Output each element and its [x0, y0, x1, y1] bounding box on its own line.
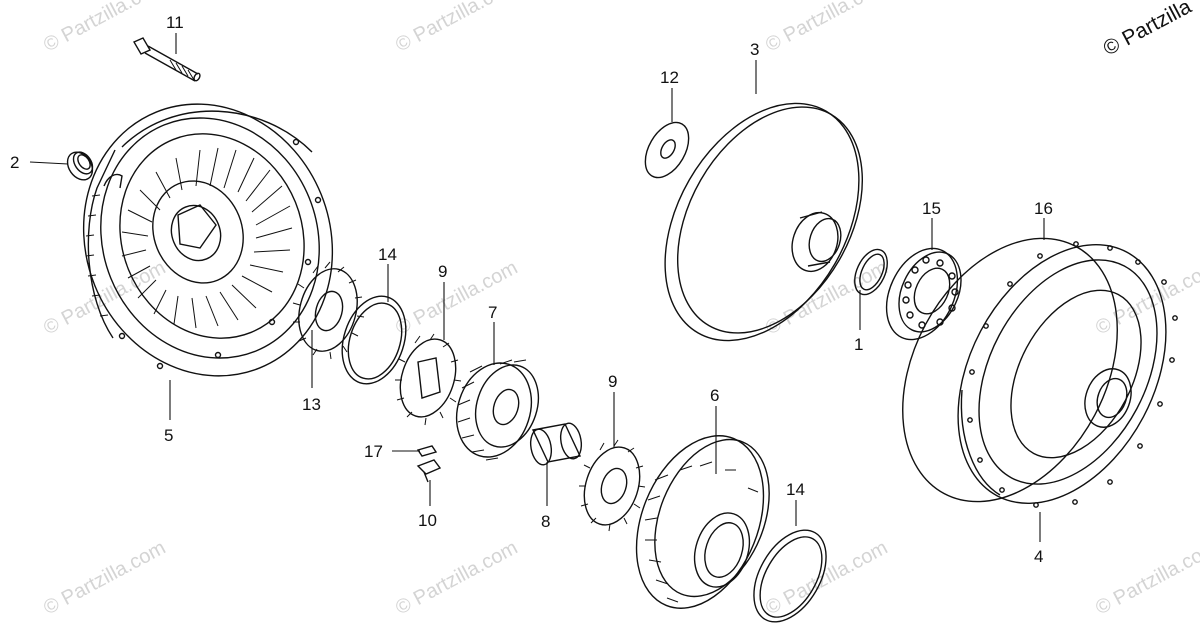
callout-14-upper: 14 [378, 245, 397, 264]
watermark-text: © Partzilla.com [40, 257, 169, 340]
part-14-snap-ring-lower[interactable] [739, 518, 841, 635]
callout-7: 7 [488, 303, 497, 322]
part-12-washer[interactable] [636, 115, 697, 185]
callout-15: 15 [922, 199, 941, 218]
callout-9-upper: 9 [438, 262, 447, 281]
watermark-text: © Partzilla.com [392, 0, 521, 56]
callout-1: 1 [854, 335, 863, 354]
callout-2: 2 [10, 153, 19, 172]
part-3-converter-cover[interactable] [625, 69, 900, 375]
callout-numbers: 11 2 5 13 14 9 7 17 10 8 9 6 14 12 3 1 1… [10, 13, 1053, 566]
part-14-snap-ring-upper[interactable] [332, 288, 417, 392]
callout-10: 10 [418, 511, 437, 530]
watermark-text: © Partzilla.com [40, 537, 169, 620]
part-8-sleeve[interactable] [528, 422, 584, 467]
watermark-text: © Partzilla.com [1092, 537, 1200, 620]
watermark-text: © Partzilla.com [40, 0, 169, 56]
part-4-housing-cover[interactable] [916, 209, 1200, 539]
leader-lines [29, 33, 1045, 542]
watermarks: © Partzilla.com © Partzilla.com © Partzi… [40, 0, 1200, 619]
callout-8: 8 [541, 512, 550, 531]
part-9-sprocket-lower[interactable] [575, 439, 649, 532]
part-15-bearing[interactable] [873, 237, 973, 351]
callout-6: 6 [710, 386, 719, 405]
part-1-o-ring[interactable] [848, 244, 894, 299]
callout-16: 16 [1034, 199, 1053, 218]
watermark-text: © Partzilla.com [762, 0, 891, 56]
watermark-text: © Partzilla.com [392, 537, 521, 620]
callout-13: 13 [302, 395, 321, 414]
callout-17: 17 [364, 442, 383, 461]
part-11-bolt[interactable] [133, 37, 201, 82]
part-6-turbine[interactable] [613, 417, 791, 627]
callout-11: 11 [166, 13, 184, 32]
callout-12: 12 [660, 68, 679, 87]
callout-5: 5 [164, 426, 173, 445]
watermark-text: © Partzilla.com [762, 257, 891, 340]
part-16-gasket[interactable] [860, 201, 1161, 538]
part-7-gear[interactable] [445, 353, 549, 467]
watermark-text: © Partzilla.com [1092, 257, 1200, 340]
part-10-clip[interactable] [416, 459, 442, 483]
part-2-seal[interactable] [62, 147, 97, 184]
callout-14-lower: 14 [786, 480, 805, 499]
part-9-sprocket-upper[interactable] [391, 332, 465, 426]
part-5-converter-housing[interactable] [43, 66, 373, 413]
callout-9-lower: 9 [608, 372, 617, 391]
callout-3: 3 [750, 40, 759, 59]
callout-4: 4 [1034, 547, 1043, 566]
part-17-pin[interactable] [416, 445, 438, 457]
part-13-sprocket[interactable] [290, 261, 366, 360]
watermark-text: © Partzilla.com [392, 257, 521, 340]
copyright-label: © Partzilla [1100, 0, 1196, 60]
